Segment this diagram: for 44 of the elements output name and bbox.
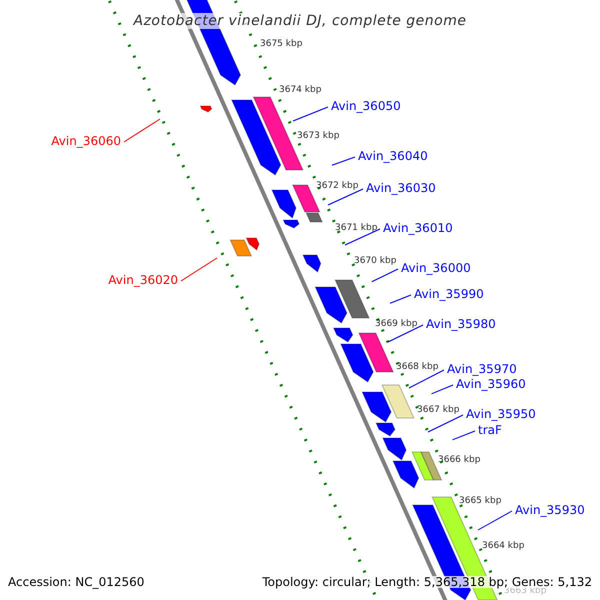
scale-label: 3666 kbp — [438, 456, 480, 465]
gene-label: Avin_35980 — [426, 318, 496, 330]
gene-label: Avin_36000 — [401, 262, 471, 274]
scale-label: 3672 kbp — [316, 182, 358, 191]
scale-label: 3674 kbp — [279, 86, 322, 95]
gene-label: Avin_35950 — [466, 408, 536, 420]
scale-label: 3668 kbp — [396, 363, 438, 372]
gene-label: Avin_36060 — [51, 135, 121, 147]
gene-label: Avin_35970 — [447, 363, 517, 375]
gene-label: Avin_36010 — [383, 222, 453, 234]
gene-label: Avin_36030 — [366, 182, 436, 194]
gene-label: Avin_36050 — [331, 100, 401, 112]
leader-line — [292, 106, 328, 122]
leader-line — [452, 430, 476, 440]
scale-label: 3669 kbp — [375, 320, 418, 329]
gene-label: traF — [478, 424, 502, 436]
leader-line — [388, 324, 424, 342]
gene-label: Avin_35930 — [515, 504, 585, 516]
scale-label: 3670 kbp — [354, 257, 396, 266]
leader-line — [331, 156, 356, 166]
gene-label: Avin_36020 — [108, 274, 178, 286]
footer-text: Topology: circular; Length: 5,365,318 bp; Genes: 5,132 — [262, 576, 592, 588]
gene-label: Avin_35960 — [456, 378, 526, 390]
leader-line — [328, 188, 364, 206]
scale-label: 3671 kbp — [335, 224, 378, 233]
leader-line — [390, 294, 412, 304]
leader-line — [428, 414, 464, 432]
leader-line — [124, 118, 160, 142]
footer-text: Accession: NC_012560 — [8, 576, 144, 588]
leader-line — [371, 268, 398, 282]
scale-label: 3673 kbp — [297, 132, 340, 141]
leader-line — [431, 384, 454, 394]
title: Azotobacter vinelandii DJ, complete genome — [134, 13, 466, 29]
scale-label: 3675 kbp — [260, 40, 302, 49]
gene-label: Avin_35990 — [414, 288, 484, 300]
scale-label: 3665 kbp — [459, 497, 502, 506]
leader-line — [408, 370, 444, 388]
scale-label: 3664 kbp — [482, 542, 524, 551]
scale-label: 3663 kbp — [504, 587, 546, 596]
leader-line — [344, 228, 380, 246]
leader-line — [180, 258, 218, 282]
scale-label: 3667 kbp — [417, 406, 460, 415]
gene-label: Avin_36040 — [358, 150, 428, 162]
leader-line — [478, 510, 512, 530]
